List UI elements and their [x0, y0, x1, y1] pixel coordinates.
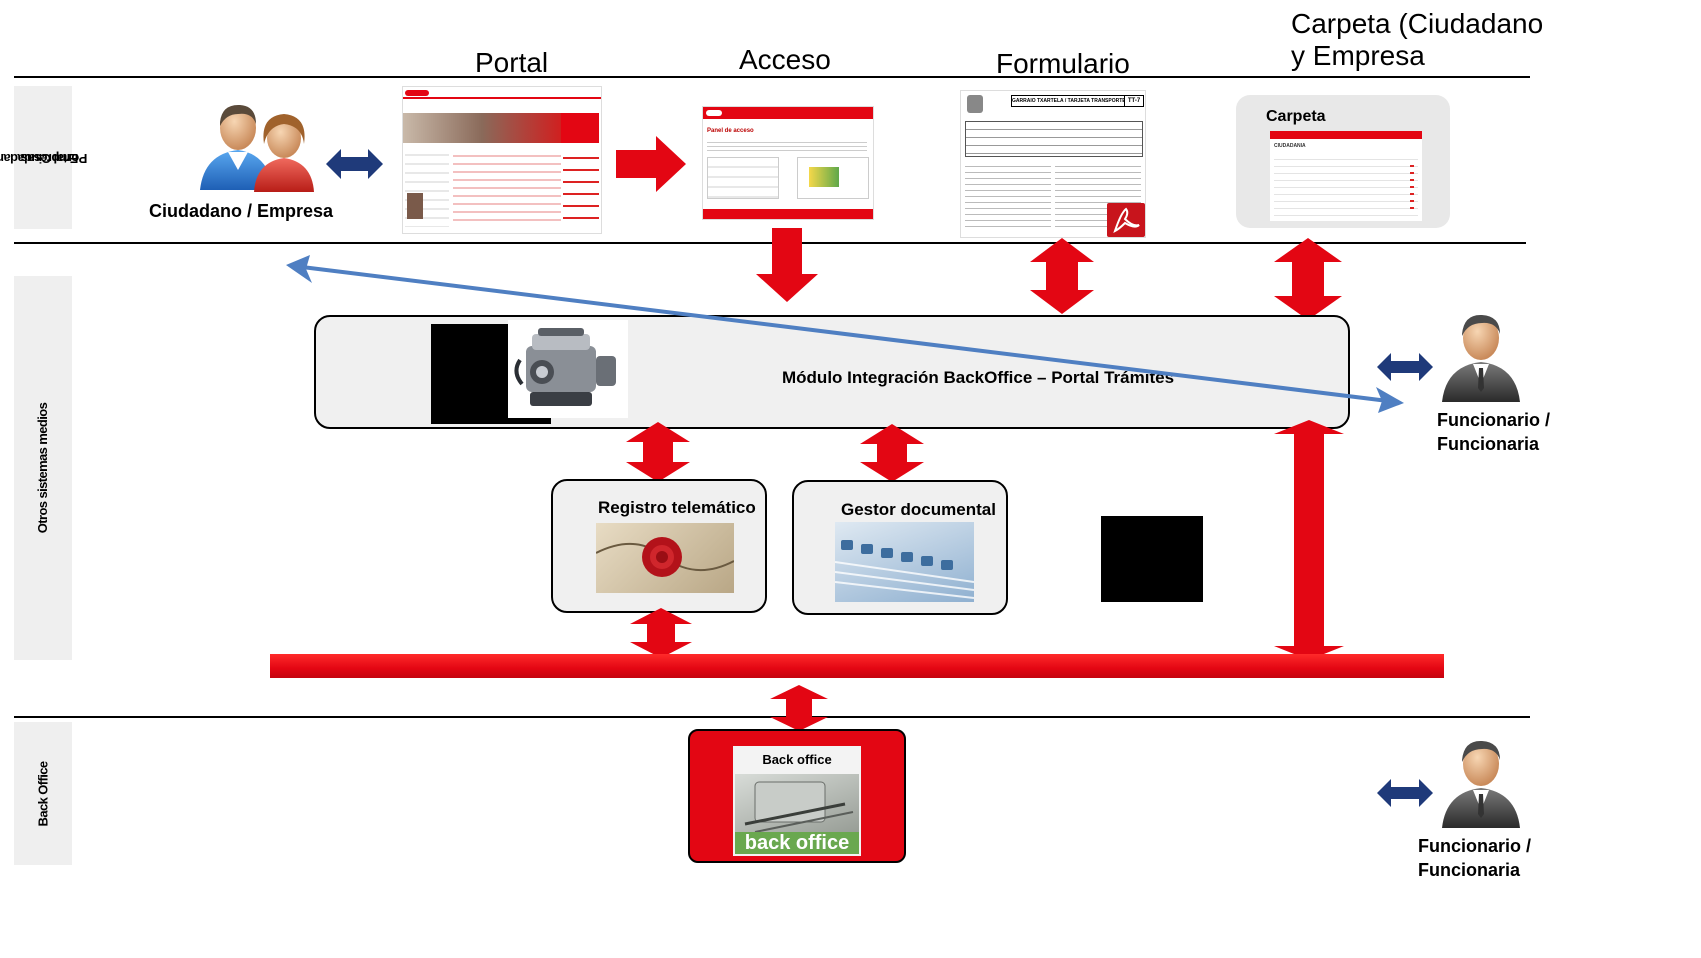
column-title-carpeta-line2: y Empresa [1291, 40, 1425, 71]
backoffice-image-text: back office [735, 832, 859, 854]
band-backoffice-label: Back Office [35, 761, 50, 826]
integration-module-title: Módulo Integración BackOffice – Portal T… [782, 368, 1175, 387]
portal-screenshot [402, 86, 602, 234]
official-module-arrow [1377, 351, 1433, 383]
column-title-acceso: Acceso [739, 44, 831, 75]
carpeta-module-arrow [1274, 238, 1342, 320]
form-module-arrow [1030, 238, 1094, 314]
citizen-portal-arrow [326, 147, 383, 181]
official-label-2: Funcionaria [1437, 434, 1540, 454]
portal-to-access-arrow [616, 136, 686, 192]
backoffice-inner: Back office back office [733, 746, 861, 856]
access-to-module-arrow [756, 228, 818, 302]
top-separator [14, 76, 1530, 78]
module-bus-right-arrow [1274, 420, 1344, 660]
registro-title: Registro telemático [598, 498, 756, 517]
column-title-formulario: Formulario [996, 48, 1130, 79]
file-tabs-image [834, 522, 975, 602]
access-heading: Panel de acceso [707, 128, 754, 134]
carpeta-screenshot: CIUDADANIA [1270, 131, 1422, 221]
citizen-icon [198, 100, 316, 192]
carpeta-heading: CIUDADANIA [1274, 143, 1306, 149]
engine-image [508, 320, 628, 418]
official-icon-2 [1440, 736, 1522, 828]
gestor-title: Gestor documental [841, 500, 996, 519]
citizen-label: Ciudadano / Empresa [149, 201, 334, 221]
official-icon [1440, 310, 1522, 402]
form-screenshot: GARRAIO TXARTELA / TARJETA TRANSPORTE TT… [960, 90, 1146, 238]
column-title-carpeta-line1: Carpeta (Ciudadano [1291, 8, 1544, 39]
carpeta-panel: Carpeta CIUDADANIA [1236, 95, 1450, 228]
band-portal: Portal Ciudadania/Empresas [0, 86, 88, 229]
portal-band-separator [14, 242, 1526, 244]
official-2-label-2: Funcionaria [1418, 860, 1521, 880]
pdf-icon [1107, 203, 1145, 237]
official-backoffice-arrow [1377, 777, 1433, 809]
black-block [1101, 516, 1203, 602]
band-otros-label: Otros sistemas medios [35, 402, 50, 534]
bus-backoffice-arrow [770, 685, 828, 731]
registro-bus-arrow [630, 608, 692, 658]
module-gestor-arrow [860, 424, 924, 482]
band-portal-label-2: Empresas [21, 150, 79, 166]
module-registro-arrow [626, 422, 690, 482]
backoffice-title: Back office [762, 752, 832, 767]
column-title-portal: Portal [475, 47, 549, 78]
official-label-1: Funcionario / [1437, 410, 1551, 430]
form-heading: GARRAIO TXARTELA / TARJETA TRANSPORTE [1011, 95, 1125, 107]
form-code: TT-7 [1124, 95, 1144, 107]
integration-bus-bar [270, 654, 1444, 678]
carpeta-title: Carpeta [1266, 108, 1326, 125]
band-otros: Otros sistemas medios [14, 276, 72, 660]
band-backoffice: Back Office [14, 722, 72, 865]
backoffice-image: back office [735, 774, 859, 854]
access-screenshot: Panel de acceso [702, 106, 874, 220]
official-2-label-1: Funcionario / [1418, 836, 1532, 856]
official-portal-diagonal-arrow [280, 255, 1410, 415]
wax-seal-image [595, 523, 735, 593]
